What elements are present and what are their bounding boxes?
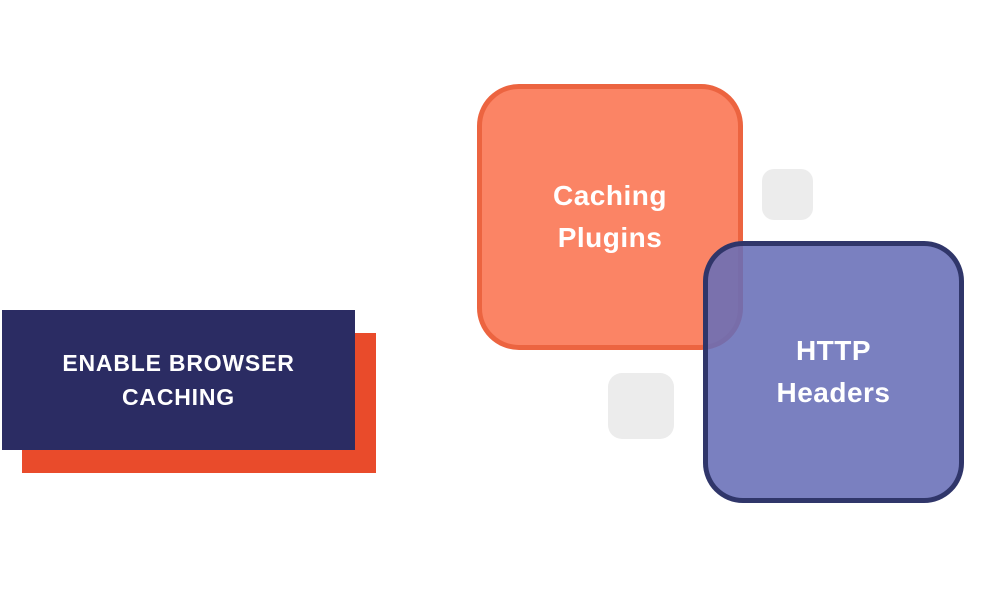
card-label-line: Caching — [553, 180, 667, 211]
card-label-line: Plugins — [557, 222, 663, 253]
title-card: ENABLE BROWSER CACHING — [2, 310, 355, 450]
title-line: CACHING — [122, 384, 235, 410]
card-label-line: Headers — [776, 377, 891, 408]
title-line: ENABLE BROWSER — [62, 350, 295, 376]
card-http-headers: HTTP Headers — [703, 241, 964, 503]
card-label-line: HTTP — [795, 335, 872, 366]
decor-square-bottom-middle — [608, 373, 674, 439]
card-caching-plugins-label: Caching Plugins — [553, 175, 667, 259]
card-caching-plugins: Caching Plugins — [477, 84, 743, 350]
card-http-headers-label: HTTP Headers — [776, 330, 890, 414]
page-title: ENABLE BROWSER CACHING — [62, 346, 294, 414]
decor-square-top-right — [762, 169, 813, 220]
